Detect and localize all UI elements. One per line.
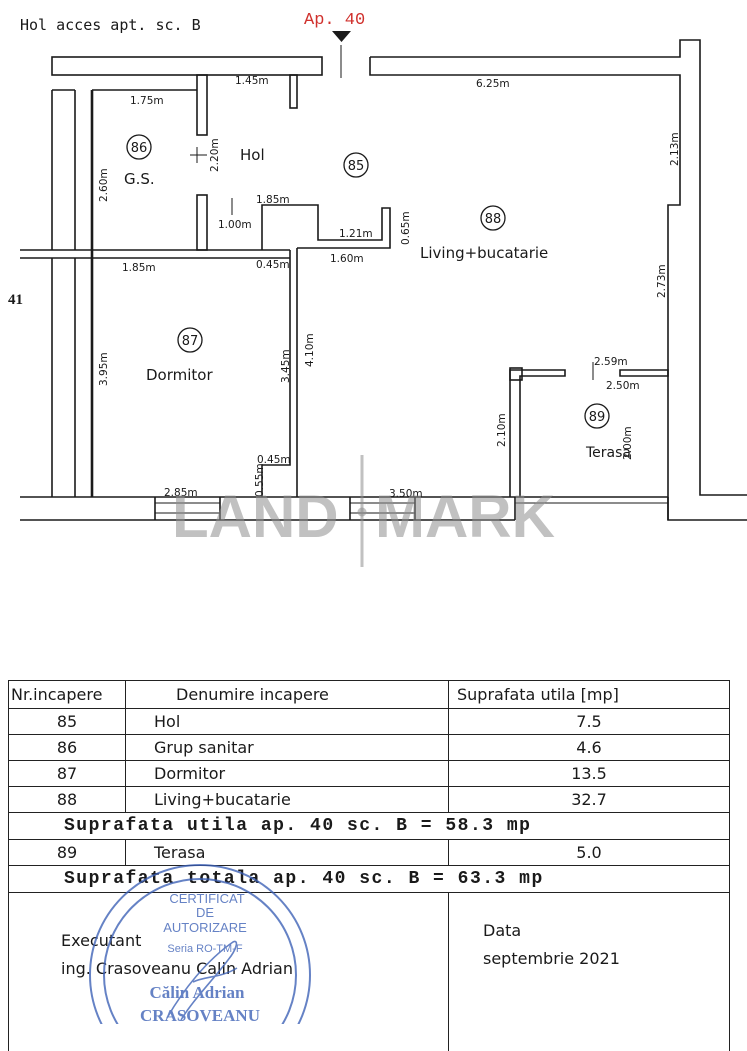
dimension-label: 0.65m: [400, 211, 412, 245]
date-value: septembrie 2021: [483, 945, 729, 973]
room-living: 88 Living+bucatarie: [420, 206, 548, 262]
exterior-wall-right-outer: [370, 40, 747, 495]
room-area-cell: 32.7: [449, 787, 730, 813]
room-name: Living+bucatarie: [420, 244, 548, 262]
room-number: 87: [182, 334, 199, 349]
room-name-cell: Terasa: [126, 840, 449, 866]
table-row: 88 Living+bucatarie 32.7: [9, 787, 730, 813]
exterior-wall-top-left: [52, 57, 322, 75]
room-name: Dormitor: [146, 366, 213, 384]
column-header-area: Suprafata utila [mp]: [449, 681, 730, 709]
room-area-cell: 4.6: [449, 735, 730, 761]
room-areas-table: Nr.incapere Denumire incapere Suprafata …: [8, 680, 730, 1051]
dimension-label: 4.10m: [304, 333, 316, 367]
exterior-wall-right-inner: [370, 57, 747, 520]
room-dormitor: 87 Dormitor: [146, 328, 213, 384]
dimension-label: 2.60m: [98, 168, 110, 202]
signature-row: Executant ing. Crasoveanu Calin Adrian D…: [9, 893, 730, 1051]
date-cell: Data septembrie 2021: [449, 893, 730, 1051]
room-name: Hol: [240, 146, 265, 164]
bathroom-right-wall-lower: [197, 195, 207, 250]
terrace-left-wall: [510, 370, 565, 497]
exterior-wall-bottom: [20, 497, 668, 520]
dimension-label: 1.85m: [122, 262, 156, 274]
room-number-cell: 87: [9, 761, 126, 787]
total-area: Suprafata totala ap. 40 sc. B = 63.3 mp: [9, 866, 730, 893]
room-number: 85: [348, 159, 365, 174]
entrance-arrow-icon: [332, 31, 351, 42]
room-gs: 86 G.S.: [124, 135, 155, 188]
dimension-label: 1.85m: [256, 194, 290, 206]
room-name-cell: Dormitor: [126, 761, 449, 787]
room-name-cell: Living+bucatarie: [126, 787, 449, 813]
dimension-label: 2.50m: [606, 380, 640, 392]
room-area-cell: 7.5: [449, 709, 730, 735]
table-row: 85 Hol 7.5: [9, 709, 730, 735]
room-number-cell: 85: [9, 709, 126, 735]
dimension-label: 3.45m: [280, 349, 292, 383]
room-number-cell: 89: [9, 840, 126, 866]
room-name-cell: Grup sanitar: [126, 735, 449, 761]
room-hol: 85 Hol: [240, 146, 368, 177]
dimension-label: 3.95m: [98, 352, 110, 386]
executant-name: ing. Crasoveanu Calin Adrian: [61, 955, 448, 983]
floor-plan: Hol acces apt. sc. B Ap. 40 41 1.45m 6.2…: [0, 0, 747, 600]
room-area-cell: 5.0: [449, 840, 730, 866]
table-row: 89 Terasa 5.0: [9, 840, 730, 866]
dimension-label: 2.13m: [669, 132, 681, 166]
neighbor-wall-left: [20, 90, 92, 497]
bathroom-bedroom-wall: [92, 250, 290, 258]
dimension-label: 2.59m: [594, 356, 628, 368]
room-number: 89: [589, 410, 606, 425]
apartment-label: Ap. 40: [304, 11, 365, 30]
hall-wall-stub: [290, 75, 297, 108]
date-label: Data: [483, 917, 729, 945]
neighbor-apartment-label: 41: [8, 292, 23, 308]
dimension-label: 0.45m: [256, 259, 290, 271]
watermark-logo: LAND MARK: [172, 455, 555, 567]
room-number-cell: 86: [9, 735, 126, 761]
column-header-room-number: Nr.incapere: [9, 681, 126, 709]
table-row: 86 Grup sanitar 4.6: [9, 735, 730, 761]
table-header-row: Nr.incapere Denumire incapere Suprafata …: [9, 681, 730, 709]
watermark-dot: [358, 508, 367, 517]
watermark-left: LAND: [172, 483, 339, 550]
table-row: 87 Dormitor 13.5: [9, 761, 730, 787]
total-row: Suprafata totala ap. 40 sc. B = 63.3 mp: [9, 866, 730, 893]
room-name: G.S.: [124, 170, 155, 188]
room-number: 86: [131, 141, 148, 156]
room-name-cell: Hol: [126, 709, 449, 735]
room-number: 88: [485, 212, 502, 227]
dimension-label: 2.10m: [496, 413, 508, 447]
dimension-label: 1.00m: [218, 219, 252, 231]
room-name: Terasa: [585, 445, 631, 461]
room-area-cell: 13.5: [449, 761, 730, 787]
dimension-label: 2.20m: [209, 138, 221, 172]
dimension-label: 1.21m: [339, 228, 373, 240]
dimension-label: 6.25m: [476, 78, 510, 90]
dimension-label: 1.45m: [235, 75, 269, 87]
dimension-labels: 1.45m 6.25m 1.75m 2.20m 2.60m 2.13m 1.85…: [98, 75, 681, 500]
room-number-cell: 88: [9, 787, 126, 813]
dimension-label: 1.75m: [130, 95, 164, 107]
executant-cell: Executant ing. Crasoveanu Calin Adrian: [9, 893, 449, 1051]
usable-area-subtotal: Suprafata utila ap. 40 sc. B = 58.3 mp: [9, 813, 730, 840]
column-header-room-name: Denumire incapere: [126, 681, 449, 709]
subtotal-row: Suprafata utila ap. 40 sc. B = 58.3 mp: [9, 813, 730, 840]
dimension-label: 1.60m: [330, 253, 364, 265]
terrace-right-wall: [620, 370, 668, 376]
bathroom-right-wall-upper: [197, 75, 207, 135]
walls: [20, 40, 747, 520]
bathroom-door-mark: [190, 147, 207, 163]
dimension-label: 2.73m: [656, 264, 668, 298]
watermark-right: MARK: [375, 483, 555, 550]
access-hall-label: Hol acces apt. sc. B: [20, 16, 201, 34]
executant-label: Executant: [61, 927, 448, 955]
